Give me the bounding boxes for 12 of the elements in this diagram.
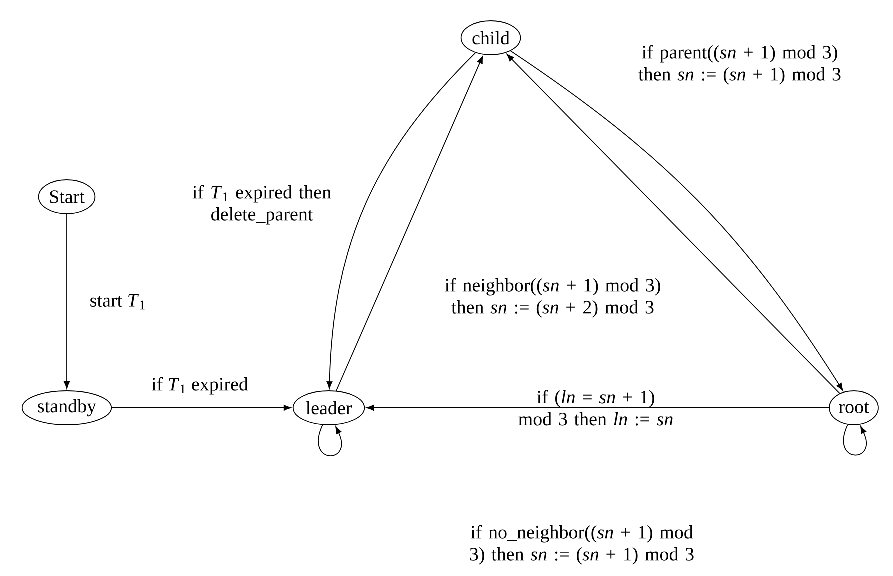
arrow <box>843 424 867 456</box>
edge-label: if parent((sn + 1) mod 3) then sn := (sn + 1) mod 3 <box>638 45 841 85</box>
arrow <box>64 214 70 390</box>
transition-label: if no_neighbor((sn + 1) mod 3) then sn := (sn + 1) mod 3 <box>470 525 694 565</box>
edge-label: if T$_{1}$ expired <box>152 377 248 395</box>
edge-label: start T$_{1}$ <box>90 294 145 310</box>
arrow <box>366 405 830 411</box>
edge-label: if T$_{1}$ expired then delete_parent <box>192 185 332 225</box>
arrow <box>318 424 342 456</box>
edge-label: if neighbor((sn + 1) mod 3) then sn := (sn + 2) mod 3 <box>445 278 660 318</box>
edge-label: if (ln = sn + 1) mod 3 then ln := sn <box>518 390 673 426</box>
arrow <box>112 405 292 411</box>
